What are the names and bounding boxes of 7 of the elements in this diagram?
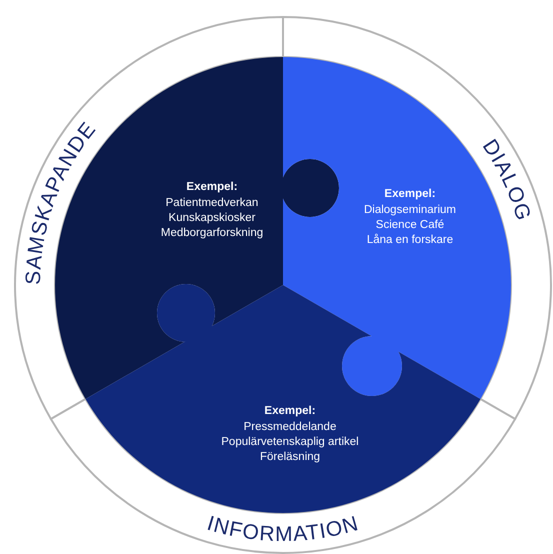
segment-label: INFORMATION <box>204 512 362 546</box>
example-heading: Exempel: <box>186 181 238 193</box>
example-list: Patientmedverkan Kunskapskiosker Medborgarforskning <box>160 197 264 239</box>
example-heading: Exempel: <box>384 188 436 200</box>
example-heading: Exempel: <box>264 405 316 417</box>
example-list: Pressmeddelande Populärvetenskaplig artikel Föreläsning <box>221 421 359 463</box>
example-list: Dialogseminarium Science Café Låna en forskare <box>364 204 456 246</box>
